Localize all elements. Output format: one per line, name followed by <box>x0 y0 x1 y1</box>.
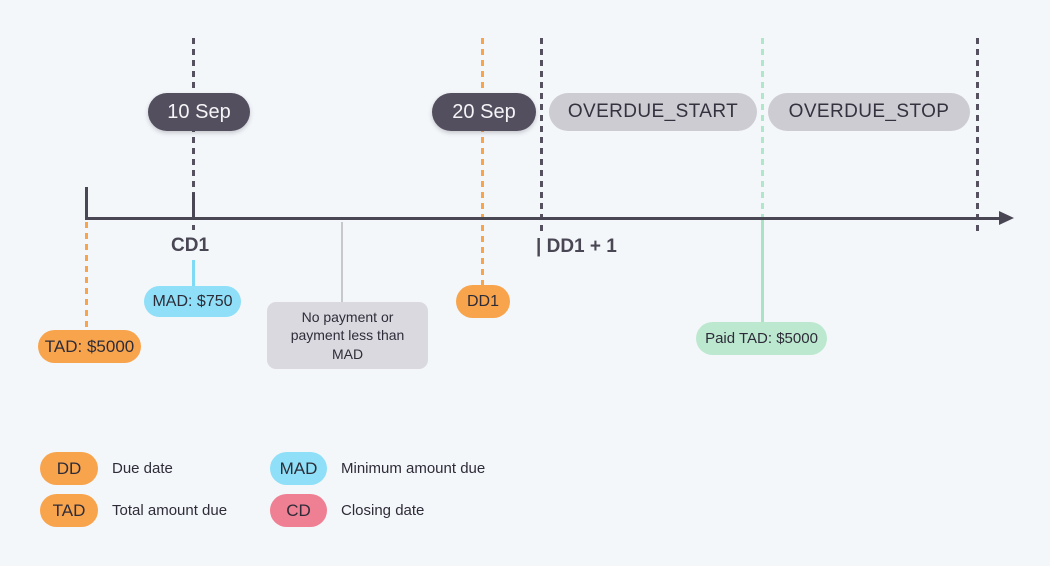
badge-20-sep: 20 Sep <box>432 93 536 131</box>
legend-label-mad: Minimum amount due <box>341 460 486 477</box>
axis-arrowhead-icon <box>999 211 1014 225</box>
annotation-tad: TAD: $5000 <box>38 330 141 363</box>
legend-key-dd: DD <box>40 452 98 485</box>
cd1-guide-line <box>192 38 195 230</box>
mad-connector-line <box>192 260 195 287</box>
dd1-guide-line <box>481 38 484 285</box>
annotation-dd1: DD1 <box>456 285 510 318</box>
legend-label-dd: Due date <box>112 460 173 477</box>
overdue-start-guide-line <box>540 38 543 231</box>
badge-overdue-start: OVERDUE_START <box>549 93 757 131</box>
axis-cd1-tick <box>192 193 195 220</box>
badge-10-sep: 10 Sep <box>148 93 250 131</box>
legend-label-cd: Closing date <box>341 502 425 519</box>
note-connector-line <box>341 222 343 303</box>
overdue-stop-guide-line <box>976 38 979 232</box>
legend-key-tad: TAD <box>40 494 98 527</box>
label-cd1: CD1 <box>171 235 210 256</box>
legend-key-cd: CD <box>270 494 327 527</box>
legend-label-tad: Total amount due <box>112 502 228 519</box>
badge-overdue-stop: OVERDUE_STOP <box>768 93 970 131</box>
paid-guide-line <box>761 38 764 219</box>
axis-start-tick <box>85 187 88 220</box>
annotation-paid-tad: Paid TAD: $5000 <box>696 322 827 355</box>
legend-key-mad: MAD <box>270 452 327 485</box>
paid-tad-connector-line <box>761 219 764 323</box>
no-payment-note: No payment or payment less than MAD <box>267 302 428 369</box>
label-dd1-plus-1: | DD1 + 1 <box>536 236 617 257</box>
annotation-mad: MAD: $750 <box>144 286 241 317</box>
tad-connector-line <box>85 222 88 330</box>
timeline-axis <box>86 217 1000 220</box>
